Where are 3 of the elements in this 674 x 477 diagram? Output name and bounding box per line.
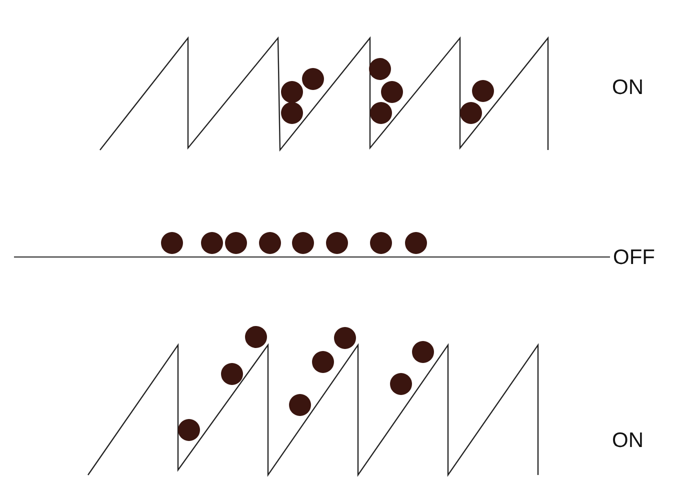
state-label: OFF — [613, 246, 655, 270]
state-label: ON — [612, 76, 644, 100]
state-label: ON — [612, 429, 644, 453]
